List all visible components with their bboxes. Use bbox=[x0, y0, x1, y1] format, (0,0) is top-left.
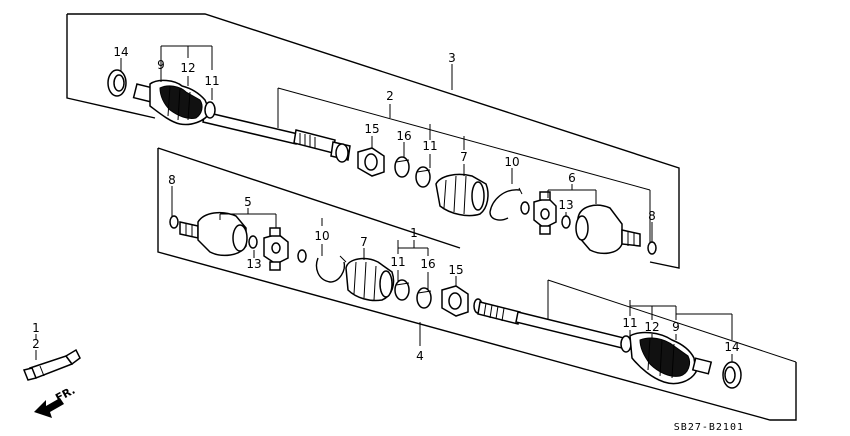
lower-outer-boot bbox=[620, 331, 713, 385]
callout-9-upper: 9 bbox=[157, 58, 165, 72]
upper-end-clip-8 bbox=[647, 241, 657, 255]
callout-labels: 14 9 12 11 3 2 15 16 11 7 10 6 13 8 8 5 … bbox=[113, 45, 739, 363]
lower-damper bbox=[441, 285, 469, 317]
lower-inboard-housing bbox=[179, 211, 248, 257]
callout-10-lower: 10 bbox=[314, 229, 329, 243]
lower-clamp-16 bbox=[416, 287, 432, 309]
lower-inner-boot bbox=[345, 257, 395, 302]
grease-tube-icon bbox=[22, 348, 81, 381]
upper-dust-seal bbox=[107, 69, 127, 97]
upper-drive-shaft bbox=[202, 111, 351, 163]
callout-14-lower: 14 bbox=[724, 340, 739, 354]
upper-damper bbox=[357, 147, 385, 177]
lower-assembly-frame bbox=[157, 147, 797, 421]
upper-inboard-housing bbox=[575, 204, 641, 255]
lower-spider bbox=[263, 227, 289, 271]
callout-11-upper-inner: 11 bbox=[422, 139, 437, 153]
callout-13-lower: 13 bbox=[246, 257, 261, 271]
callout-11-upper-outer: 11 bbox=[204, 74, 219, 88]
upper-clamp-11 bbox=[415, 166, 431, 188]
legend-1: 1 bbox=[32, 321, 40, 335]
upper-spider bbox=[533, 191, 557, 235]
diagram-code: SB27-B2101 bbox=[674, 422, 744, 433]
callout-3: 3 bbox=[448, 51, 456, 65]
upper-clamp-16 bbox=[394, 156, 410, 178]
upper-small-ring bbox=[520, 201, 530, 215]
callout-10-upper: 10 bbox=[504, 155, 519, 169]
callout-5: 5 bbox=[244, 195, 252, 209]
callout-13-upper: 13 bbox=[558, 198, 573, 212]
callout-15-lower: 15 bbox=[448, 263, 463, 277]
lower-end-clip-8 bbox=[169, 215, 179, 229]
callout-1-lower: 1 bbox=[410, 226, 418, 240]
callout-7-lower: 7 bbox=[360, 235, 368, 249]
callout-6: 6 bbox=[568, 171, 576, 185]
callout-14-upper: 14 bbox=[113, 45, 128, 59]
callout-11-lower-outer: 11 bbox=[622, 316, 637, 330]
lower-clamp-11 bbox=[394, 279, 410, 301]
leader-lines bbox=[35, 45, 733, 362]
lower-dust-seal bbox=[722, 361, 742, 389]
callout-8-upper: 8 bbox=[648, 209, 656, 223]
grease-legend: 1 2 bbox=[22, 321, 81, 381]
callout-2: 2 bbox=[386, 89, 394, 103]
lower-drive-shaft bbox=[473, 298, 625, 349]
callout-7-upper: 7 bbox=[460, 150, 468, 164]
front-label: FR. bbox=[53, 384, 77, 405]
front-arrow-icon bbox=[34, 398, 64, 418]
callout-16-lower: 16 bbox=[420, 257, 435, 271]
lower-circlip bbox=[315, 255, 347, 283]
callout-8-lower: 8 bbox=[168, 173, 176, 187]
callout-9-lower: 9 bbox=[672, 320, 680, 334]
upper-inner-boot bbox=[435, 173, 489, 217]
upper-outer-boot bbox=[132, 79, 216, 126]
legend-2: 2 bbox=[32, 337, 40, 351]
callout-12-lower: 12 bbox=[644, 320, 659, 334]
callout-16-upper: 16 bbox=[396, 129, 411, 143]
lower-snap-ring-13 bbox=[248, 235, 258, 249]
upper-circlip bbox=[489, 187, 523, 221]
callout-15-upper: 15 bbox=[364, 122, 379, 136]
upper-snap-ring-13 bbox=[561, 215, 571, 229]
lower-small-ring bbox=[297, 249, 307, 263]
callout-12-upper: 12 bbox=[180, 61, 195, 75]
callout-11-lower-inner: 11 bbox=[390, 255, 405, 269]
callout-4: 4 bbox=[416, 349, 424, 363]
